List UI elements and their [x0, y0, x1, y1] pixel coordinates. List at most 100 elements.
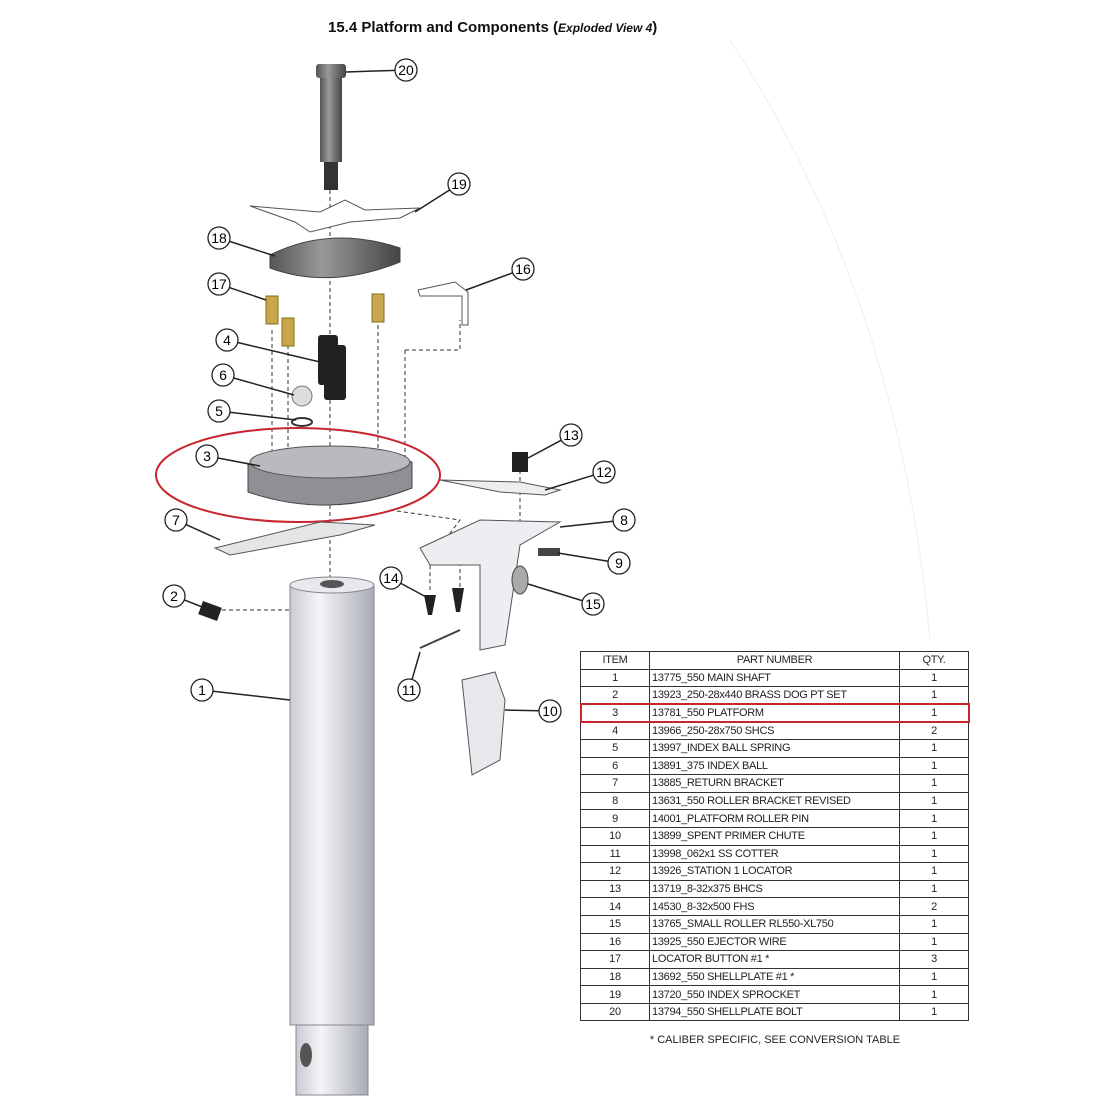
callout-18: 18 [207, 226, 276, 257]
cell-qty: 3 [899, 950, 969, 969]
callout-6: 6 [211, 363, 295, 396]
cell-item: 8 [580, 791, 650, 811]
cell-qty: 1 [899, 1002, 969, 1022]
callout-label: 15 [585, 596, 601, 612]
cell-part: 13719_8-32x375 BHCS [649, 879, 900, 899]
leader-line [504, 709, 540, 712]
callout-label: 2 [170, 588, 178, 604]
callout-7: 7 [164, 508, 221, 541]
callout-label: 10 [542, 703, 558, 719]
leader-line [557, 552, 609, 562]
cell-qty: 1 [899, 774, 969, 793]
callout-label: 4 [223, 332, 231, 348]
cell-part: 13765_SMALL ROLLER RL550-XL750 [649, 914, 900, 934]
cell-item: 17 [580, 950, 650, 969]
cell-qty: 1 [899, 844, 969, 864]
callout-label: 8 [620, 512, 628, 528]
cell-part: 13923_250-28x440 BRASS DOG PT SET [649, 686, 900, 705]
leader-line [229, 240, 276, 257]
callout-label: 6 [219, 367, 227, 383]
spent-primer-chute [461, 671, 506, 776]
leader-line [229, 411, 297, 421]
leader-line [185, 523, 221, 541]
callout-19: 19 [414, 172, 471, 213]
callout-15: 15 [527, 583, 605, 616]
cotter-pin [419, 629, 461, 649]
cell-qty: 1 [899, 967, 969, 987]
cell-item: 6 [580, 756, 650, 776]
callout-9: 9 [557, 551, 631, 575]
cell-item: 11 [580, 844, 650, 864]
callout-circle [538, 699, 562, 723]
header-part-number: PART NUMBER [649, 651, 900, 670]
callout-label: 7 [172, 512, 180, 528]
callout-label: 9 [615, 555, 623, 571]
platform [247, 445, 413, 506]
callout-12: 12 [544, 460, 616, 491]
cell-qty: 1 [899, 826, 969, 846]
callout-label: 11 [402, 682, 417, 698]
callout-label: 3 [203, 448, 211, 464]
shellplate [269, 237, 401, 279]
cell-part: LOCATOR BUTTON #1 * [649, 950, 900, 969]
callout-circle [592, 460, 616, 484]
callout-label: 5 [215, 403, 223, 419]
callout-11: 11 [397, 651, 421, 702]
cell-part: 13692_550 SHELLPLATE #1 * [649, 967, 900, 987]
callout-circle [379, 566, 403, 590]
cell-part: 13997_INDEX BALL SPRING [649, 738, 900, 758]
leader-line [237, 341, 321, 363]
ejector-wire [417, 281, 469, 326]
callout-circle [190, 678, 214, 702]
callout-1: 1 [190, 678, 291, 702]
cell-qty: 1 [899, 686, 969, 705]
leader-line [527, 439, 562, 459]
cell-item: 5 [580, 738, 650, 758]
cell-part: 14530_8-32x500 FHS [649, 897, 900, 916]
roller-pin [538, 548, 560, 556]
callout-5: 5 [207, 399, 297, 423]
cell-part: 13794_550 SHELLPLATE BOLT [649, 1002, 900, 1022]
cell-item: 4 [580, 721, 650, 740]
cell-part: 13899_SPENT PRIMER CHUTE [649, 826, 900, 846]
title-close: ) [652, 19, 658, 36]
callout-14: 14 [379, 566, 429, 599]
cell-qty: 1 [899, 756, 969, 776]
callout-label: 12 [596, 464, 612, 480]
callout-label: 1 [198, 682, 206, 698]
footnote: * CALIBER SPECIFIC, SEE CONVERSION TABLE [649, 1034, 901, 1046]
cell-part: 13781_550 PLATFORM [649, 703, 900, 723]
cell-qty: 1 [899, 914, 969, 934]
callout-2: 2 [162, 584, 211, 611]
header-qty: QTY. [899, 651, 969, 670]
callout-label: 13 [563, 427, 579, 443]
cell-qty: 1 [899, 809, 969, 828]
callout-circle [559, 423, 583, 447]
cell-qty: 1 [899, 932, 969, 952]
callout-circle [581, 592, 605, 616]
callout-circle [397, 678, 421, 702]
title-main: 15.4 Platform and Components ( [328, 19, 559, 36]
cell-part: 13631_550 ROLLER BRACKET REVISED [649, 791, 900, 811]
callout-circle [207, 399, 231, 423]
callout-circle [394, 58, 418, 82]
cell-qty: 1 [899, 862, 969, 881]
set-screw [198, 601, 222, 621]
table-header-row: ITEM PART NUMBER QTY. [580, 651, 969, 670]
leader-line [233, 377, 295, 396]
leader-line [212, 690, 291, 701]
page-edge [729, 39, 931, 641]
cell-qty: 1 [899, 879, 969, 899]
callout-label: 16 [515, 261, 531, 277]
index-sprocket [249, 199, 421, 233]
cell-item: 9 [580, 809, 650, 828]
page-title: 15.4 Platform and Components (Exploded V… [328, 19, 657, 36]
